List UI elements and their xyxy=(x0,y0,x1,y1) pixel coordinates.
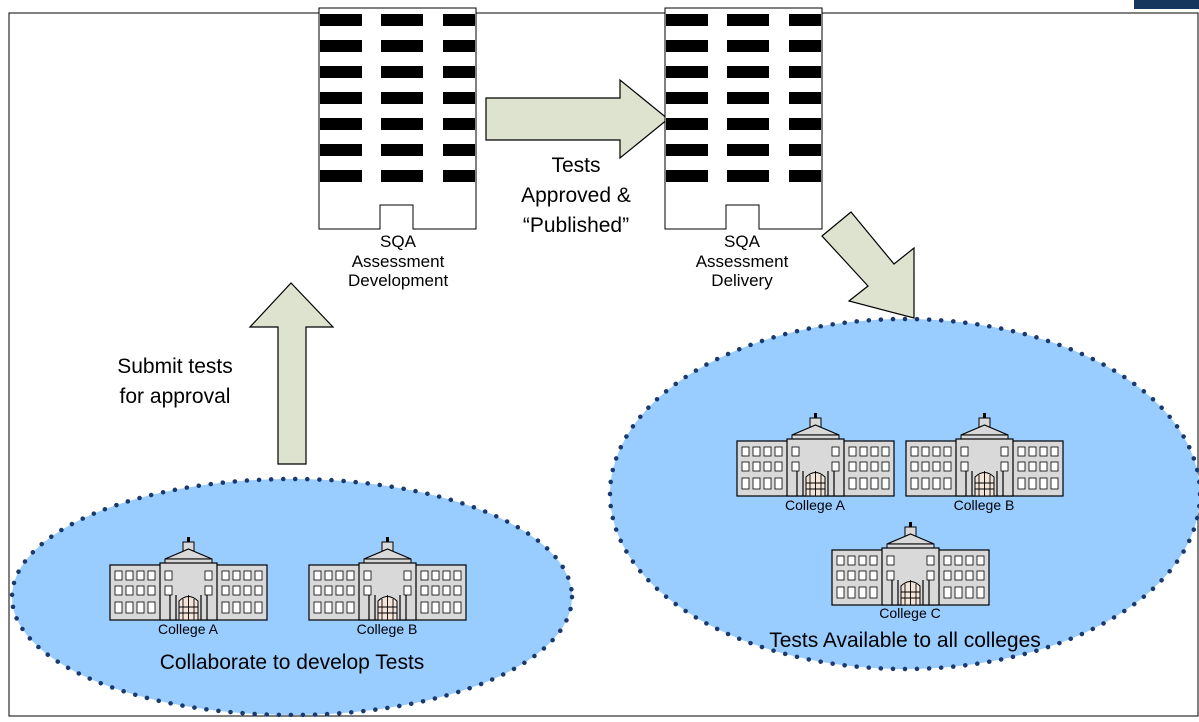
development-label-line3: Development xyxy=(348,271,449,291)
development-tower-icon xyxy=(318,7,477,230)
college-a-right-label: College A xyxy=(785,497,845,513)
development-label-line1: SQA xyxy=(380,232,416,251)
available-ellipse xyxy=(607,316,1199,672)
college-a-left-label: College A xyxy=(158,621,218,637)
delivery-label-line3: Delivery xyxy=(711,271,773,291)
college-b-right-label: College B xyxy=(953,497,1015,513)
page-border xyxy=(8,12,1199,717)
collaborate-ellipse xyxy=(9,476,575,718)
publish-label-line2: Approved & xyxy=(521,184,631,207)
delivery-arrow xyxy=(821,211,915,319)
college-c-right-label: College C xyxy=(879,605,941,621)
submit-label: Submit tests for approval xyxy=(95,352,255,412)
delivery-tower-icon xyxy=(664,7,823,230)
college-b-left-label: College B xyxy=(356,621,418,637)
submit-label-line2: for approval xyxy=(119,385,231,408)
submit-arrow xyxy=(248,282,335,465)
delivery-label-line1: SQA xyxy=(724,232,760,251)
delivery-label: SQA Assessment Delivery xyxy=(692,232,792,291)
available-caption: Tests Available to all colleges xyxy=(769,629,1041,652)
publish-label-line3: “Published” xyxy=(522,214,630,237)
submit-label-line1: Submit tests xyxy=(117,355,233,378)
publish-label-line1: Tests xyxy=(551,154,601,177)
corner-tab xyxy=(1134,0,1199,9)
publish-arrow xyxy=(485,78,669,160)
development-label-line2: Assessment xyxy=(351,251,445,271)
development-label: SQA Assessment Development xyxy=(348,232,448,291)
publish-label: Tests Approved & “Published” xyxy=(496,151,656,241)
delivery-label-line2: Assessment xyxy=(695,251,789,271)
collaborate-caption: Collaborate to develop Tests xyxy=(159,651,425,674)
